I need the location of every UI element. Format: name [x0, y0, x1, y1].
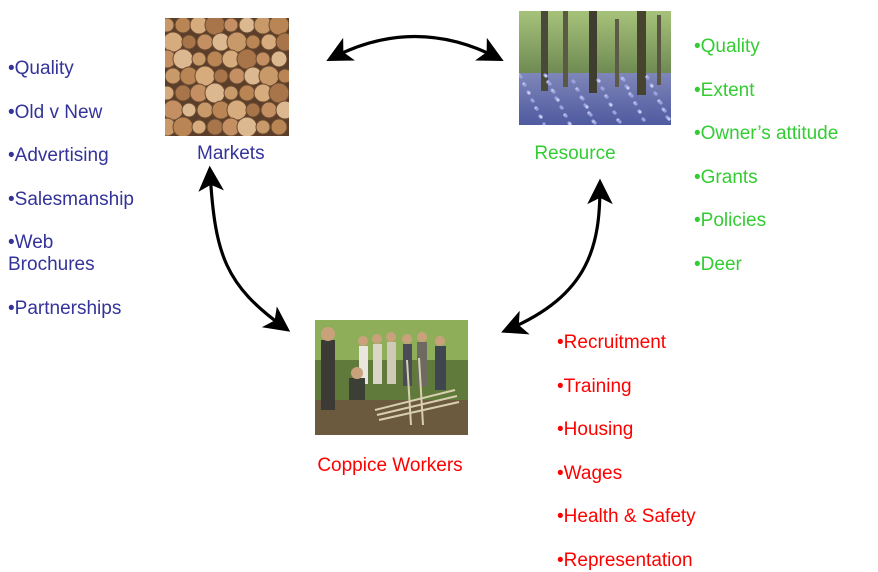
- workers-caption: Coppice Workers: [317, 455, 463, 476]
- workers-item: •Housing: [557, 419, 634, 440]
- markets-item: •Advertising: [8, 145, 109, 166]
- markets-item: •Old v New: [8, 101, 103, 123]
- resource-attribute-list: •Quality •Extent •Owner’s attitude •Gran…: [694, 36, 838, 276]
- resource-caption: Resource: [534, 143, 616, 164]
- workers-item: •Recruitment: [557, 332, 667, 353]
- markets-item: •Web: [8, 232, 54, 253]
- markets-resource-arrow: [326, 34, 504, 61]
- markets-workers-arrow: [198, 165, 291, 332]
- markets-item: Brochures: [8, 254, 95, 275]
- coppice-workers-group-photo: [315, 320, 468, 435]
- resource-workers-arrow: [501, 178, 613, 335]
- workers-item: •Representation: [557, 549, 693, 571]
- resource-item: •Policies: [694, 210, 767, 231]
- stacked-logs-photo: [165, 18, 289, 136]
- resource-item: •Quality: [694, 36, 760, 57]
- markets-item: •Quality: [8, 58, 74, 79]
- markets-item: •Partnerships: [8, 297, 122, 319]
- workers-item: •Health & Safety: [557, 506, 696, 527]
- markets-item: •Salesmanship: [8, 188, 134, 210]
- workers-item: •Wages: [557, 462, 623, 484]
- workers-item: •Training: [557, 375, 632, 397]
- resource-item: •Grants: [694, 166, 758, 188]
- resource-item: •Deer: [694, 253, 742, 275]
- resource-item: •Owner’s attitude: [694, 123, 839, 144]
- resource-item: •Extent: [694, 79, 755, 101]
- markets-caption: Markets: [197, 143, 265, 164]
- bluebell-woodland-photo: [519, 11, 671, 125]
- workers-attribute-list: •Recruitment •Training •Housing •Wages •…: [557, 332, 696, 572]
- markets-attribute-list: •Quality •Old v New •Advertising •Salesm…: [8, 58, 134, 320]
